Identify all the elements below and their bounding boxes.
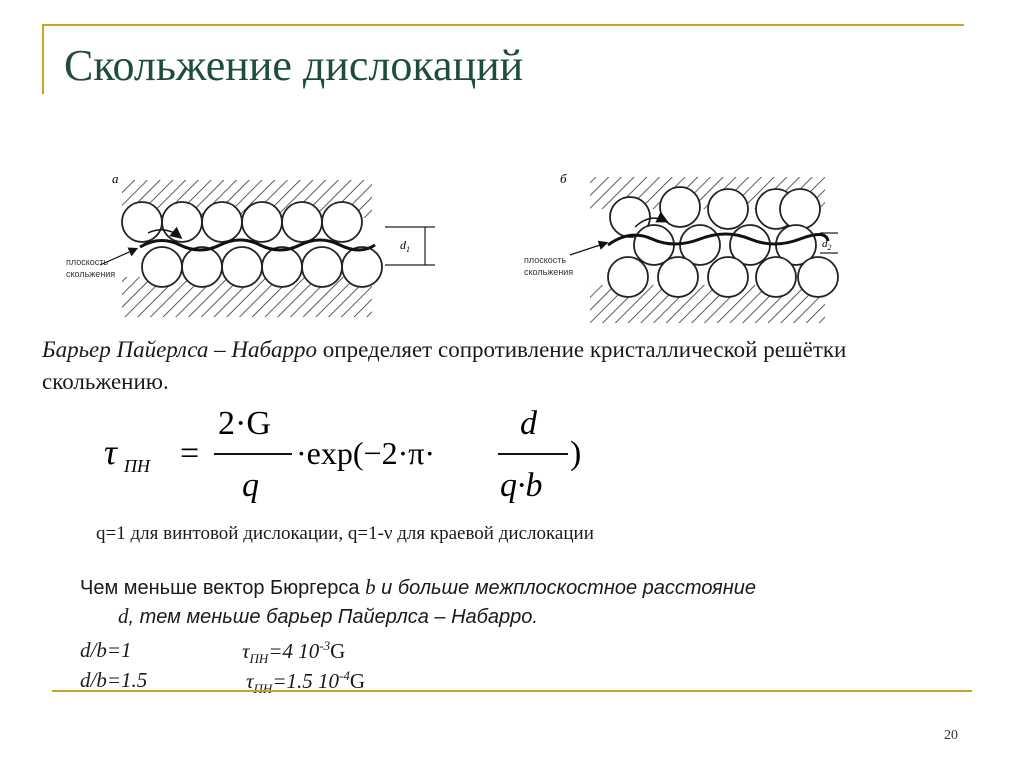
interplanar-d: d (118, 604, 129, 628)
frame-bottom-line (52, 690, 972, 692)
ratio-row-2: d/b=1.5 (80, 668, 148, 692)
frame-left-line (42, 24, 44, 94)
page-number: 20 (944, 728, 958, 743)
plane-label-a-1: плоскость (66, 257, 108, 267)
plane-label-b-2: скольжения (524, 267, 573, 277)
ratio-row-1: d/b=1 (80, 638, 132, 662)
plane-label-a-2: скольжения (66, 269, 115, 279)
formula-den1: q (242, 467, 259, 504)
conclusion-line-2: d, тем меньше барьер Пайерлса – Набарро. (118, 604, 538, 628)
peierls-paragraph: Барьер Пайерлса – Набарро определяет соп… (42, 334, 962, 398)
formula-sub: ПН (123, 456, 151, 476)
burgers-vector-b: b (365, 575, 376, 599)
formula-tau: τ (104, 432, 118, 472)
q-note: q=1 для винтовой дислокации, q=1-ν для к… (96, 523, 594, 544)
tau-row-1: τПН=4 10-3G (242, 638, 346, 667)
label-b: б (560, 171, 567, 186)
frame-top-line (42, 24, 964, 26)
tau-row-2: τПН=1.5 10-4G (246, 668, 365, 697)
formula-close: ) (570, 435, 581, 472)
d1-label: d1 (400, 238, 410, 254)
d2-label: d2 (822, 238, 832, 252)
label-a: а (112, 171, 119, 186)
formula-den2: q·b (500, 467, 543, 504)
formula-num2: d (520, 405, 538, 442)
conclusion-line-1: Чем меньше вектор Бюргерса b и больше ме… (80, 575, 756, 599)
panel-b (569, 177, 839, 323)
panel-a (99, 180, 435, 317)
slide-title: Скольжение дислокаций (64, 41, 524, 90)
paragraph-rest: определяет сопротивление кристаллической… (42, 337, 847, 394)
barrier-term: Барьер Пайерлса – Набарро (42, 337, 318, 362)
formula-exp: ·exp(−2·π· (296, 435, 435, 471)
dislocation-figure: а плоскость скольжения d1 б плоскость ск… (66, 171, 839, 323)
formula-num1: 2·G (218, 405, 271, 442)
plane-label-b-1: плоскость (524, 255, 566, 265)
peierls-formula: τ ПН = 2·G q ·exp(−2·π· d q·b ) (104, 405, 581, 504)
formula-eq: = (180, 435, 199, 472)
